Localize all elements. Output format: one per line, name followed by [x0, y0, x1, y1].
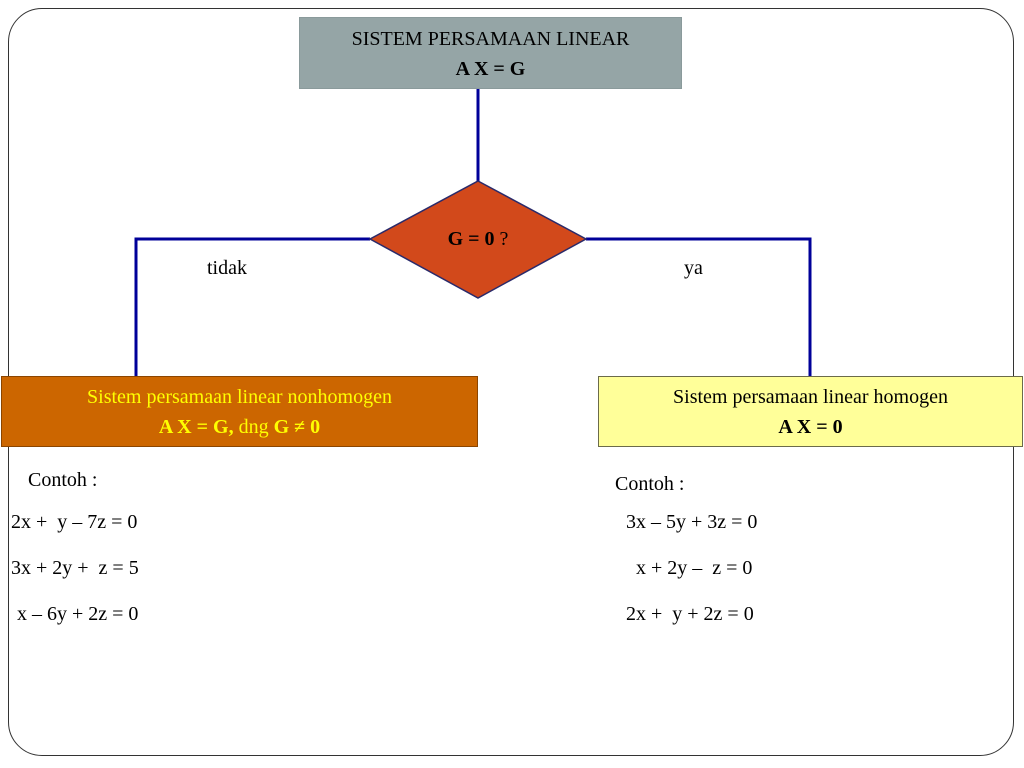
right-example-equation-3: 2x + y + 2z = 0: [626, 603, 754, 625]
left-example-equation-1: 2x + y – 7z = 0: [11, 511, 138, 533]
nonhomogen-equation: A X = G, dng G ≠ 0: [2, 412, 477, 442]
left-example-heading: Contoh :: [28, 469, 98, 491]
system-box: SISTEM PERSAMAAN LINEAR A X = G: [299, 17, 682, 89]
decision-label: G = 0 ?: [370, 224, 586, 254]
left-example-equation-3: x – 6y + 2z = 0: [17, 603, 139, 625]
nonhomogen-equation-condition: G ≠ 0: [273, 416, 321, 438]
nonhomogen-equation-main: A X = G,: [158, 416, 234, 438]
branch-label-ya: ya: [684, 257, 703, 279]
homogen-equation: A X = 0: [778, 416, 843, 438]
right-example-equation-1: 3x – 5y + 3z = 0: [626, 511, 758, 533]
decision-diamond: [368, 180, 588, 299]
system-box-title: SISTEM PERSAMAAN LINEAR: [351, 28, 630, 50]
connector-decision-to-right: [586, 237, 812, 376]
left-example-equation-2: 3x + 2y + z = 5: [11, 557, 139, 579]
system-box-equation: A X = G: [455, 58, 526, 80]
right-example-heading: Contoh :: [615, 473, 685, 495]
branch-label-tidak: tidak: [207, 257, 247, 279]
decision-condition: G = 0: [447, 228, 495, 250]
right-example-equation-2: x + 2y – z = 0: [636, 557, 753, 579]
decision-question-mark: ?: [494, 228, 509, 250]
homogen-title: Sistem persamaan linear homogen: [673, 386, 948, 408]
homogen-box: Sistem persamaan linear homogen A X = 0: [598, 376, 1023, 447]
nonhomogen-box: Sistem persamaan linear nonhomogen A X =…: [1, 376, 478, 447]
nonhomogen-title: Sistem persamaan linear nonhomogen: [87, 386, 392, 408]
connector-decision-to-left: [134, 237, 370, 376]
nonhomogen-equation-dng: dng: [233, 416, 274, 438]
